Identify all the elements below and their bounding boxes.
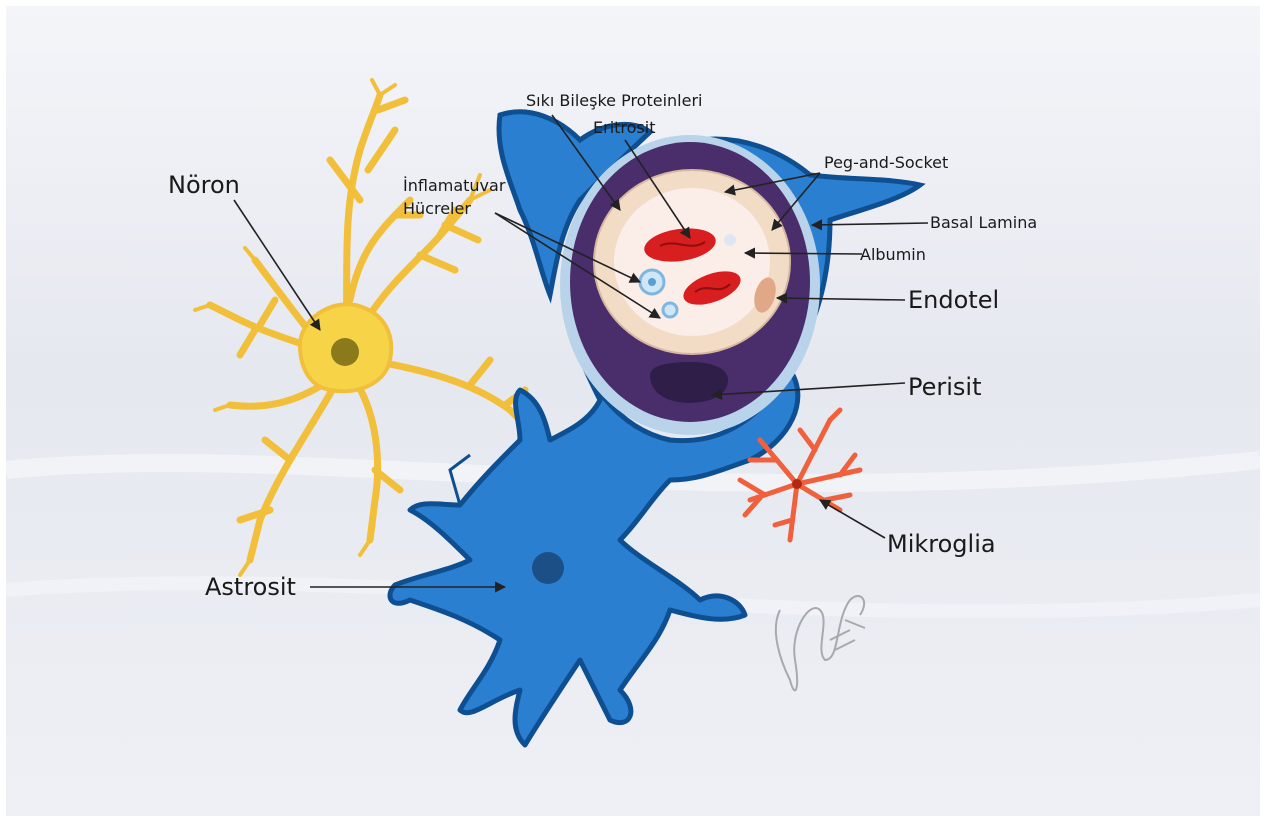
label-albumin: Albumin xyxy=(860,245,926,264)
label-mikroglia: Mikroglia xyxy=(887,530,996,558)
label-eritrosit: Eritrosit xyxy=(593,118,655,137)
label-inflamatuvar-2: Hücreler xyxy=(403,199,471,218)
label-siki-bileske: Sıkı Bileşke Proteinleri xyxy=(526,91,702,110)
inflammatory-cell-2 xyxy=(663,303,677,317)
label-inflamatuvar-1: İnflamatuvar xyxy=(403,176,506,195)
inflammatory-cell-1-nucleus xyxy=(648,278,656,286)
label-endotel: Endotel xyxy=(908,286,999,314)
label-basal-lamina: Basal Lamina xyxy=(930,213,1037,232)
label-noron: Nöron xyxy=(168,171,240,199)
astrocyte-nucleus xyxy=(532,552,564,584)
microglia-nucleus xyxy=(792,479,802,489)
lumen xyxy=(614,188,770,336)
albumin-dots xyxy=(724,234,736,246)
label-astrosit: Astrosit xyxy=(205,573,296,601)
label-peg-and-socket: Peg-and-Socket xyxy=(824,153,948,172)
neuron-nucleus xyxy=(331,338,359,366)
label-perisit: Perisit xyxy=(908,373,982,401)
